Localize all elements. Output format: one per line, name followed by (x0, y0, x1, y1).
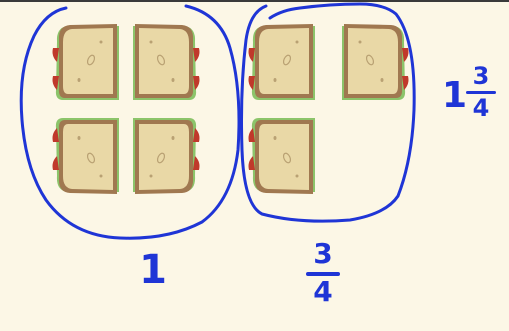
partial-fraction-label: 3 4 (306, 240, 340, 306)
total-whole-number: 1 (442, 78, 462, 114)
total-denominator: 4 (466, 96, 496, 120)
three-quarter-sandwich (249, 24, 409, 194)
sandwich-quarter-icon (133, 118, 200, 194)
sandwich-quarter-icon (249, 118, 316, 194)
total-numerator: 3 (466, 64, 496, 88)
whole-group-loop (21, 6, 239, 238)
sandwich-quarter-icon (53, 24, 120, 100)
sandwich-quarter-icon (53, 118, 120, 194)
fraction-denominator: 4 (306, 278, 340, 306)
sandwich-quarter-icon (249, 24, 316, 100)
whole-label: 1 (138, 250, 168, 290)
sandwich-quarter-icon (133, 24, 200, 100)
fraction-numerator: 3 (306, 240, 340, 268)
sandwich-quarter-icon (342, 24, 409, 100)
total-fraction: 3 4 (466, 64, 496, 124)
whole-sandwich (53, 24, 200, 194)
